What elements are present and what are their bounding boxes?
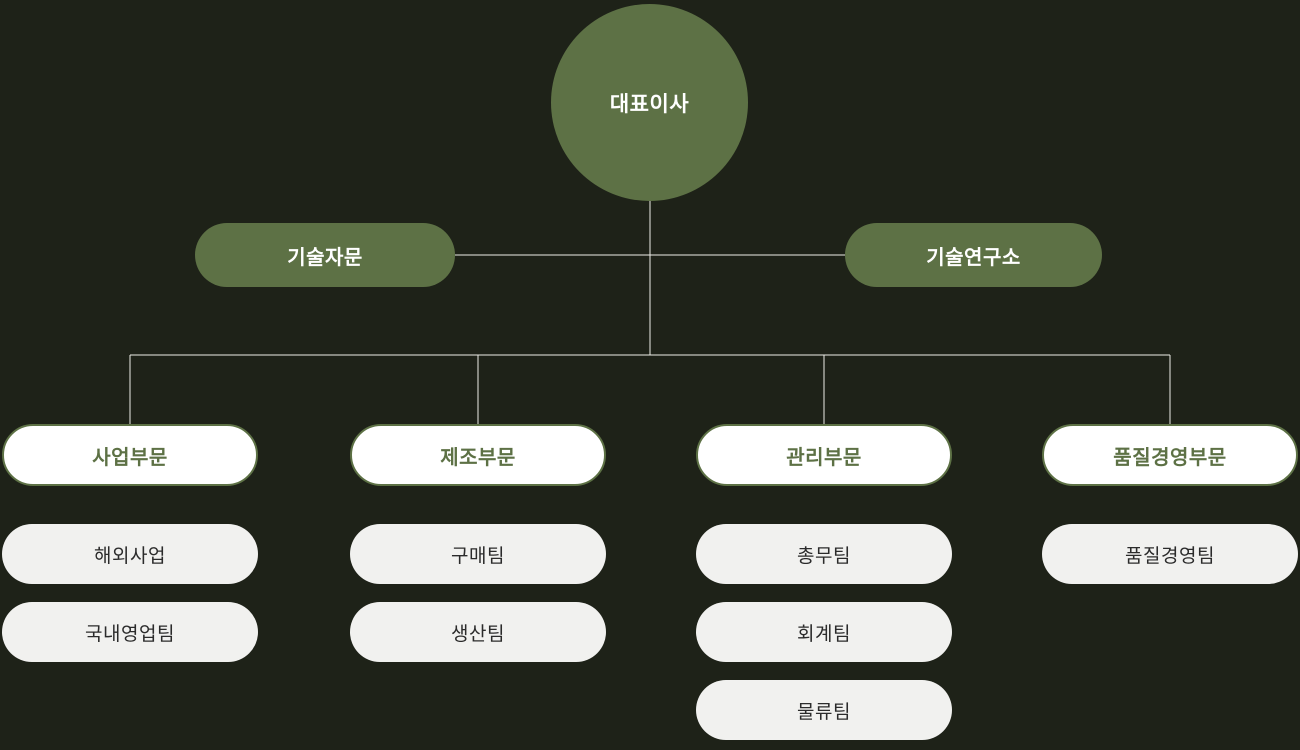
org-node-team: 물류팀	[696, 680, 952, 740]
org-node-team: 회계팀	[696, 602, 952, 662]
org-node-team: 총무팀	[696, 524, 952, 584]
org-node-team: 구매팀	[350, 524, 606, 584]
org-node-advisor-right: 기술연구소	[845, 223, 1102, 287]
org-node-team: 품질경영팀	[1042, 524, 1298, 584]
org-node-team: 생산팀	[350, 602, 606, 662]
org-node-division-manufacturing: 제조부문	[350, 424, 606, 486]
org-node-team: 국내영업팀	[2, 602, 258, 662]
org-node-division-quality: 품질경영부문	[1042, 424, 1298, 486]
org-node-division-management: 관리부문	[696, 424, 952, 486]
org-node-team: 해외사업	[2, 524, 258, 584]
org-node-ceo: 대표이사	[551, 4, 748, 201]
org-node-division-business: 사업부문	[2, 424, 258, 486]
org-node-advisor-left: 기술자문	[195, 223, 455, 287]
